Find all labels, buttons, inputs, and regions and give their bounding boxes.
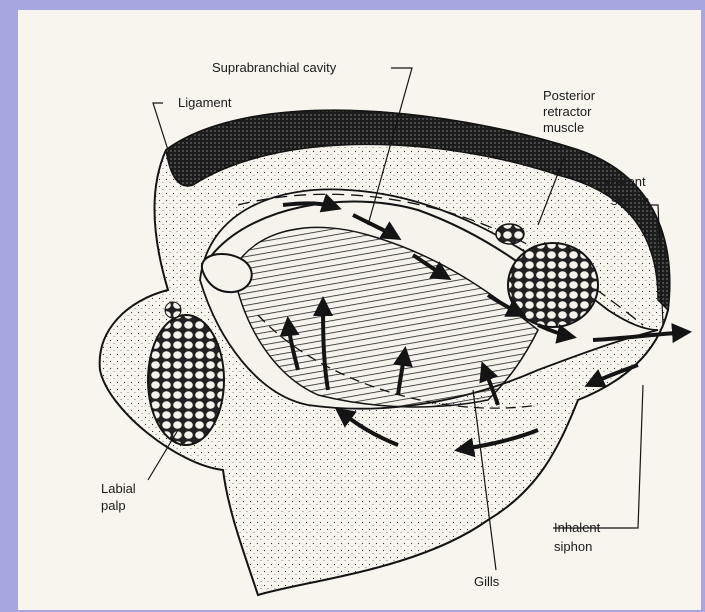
label-labial: Labial: [101, 481, 136, 496]
label-exhalent-siphon-word: siphon: [611, 193, 649, 208]
label-muscle: muscle: [543, 120, 584, 135]
label-retractor: retractor: [543, 104, 592, 119]
label-ligament: Ligament: [178, 95, 232, 110]
label-inhalent-siphon: Inhalent siphon: [554, 520, 601, 554]
label-labial-palp: Labial palp: [101, 481, 136, 513]
small-muscle: [496, 224, 524, 244]
label-palp: palp: [101, 498, 126, 513]
label-posterior: Posterior: [543, 88, 596, 103]
diagram-paper: Suprabranchial cavity Ligament Posterior…: [18, 10, 701, 610]
label-inhalent: Inhalent: [554, 520, 601, 535]
small-ganglion: [165, 302, 181, 318]
label-gills: Gills: [474, 574, 500, 589]
labial-palp: [148, 315, 224, 445]
label-exhalent: Exhalent: [595, 174, 646, 189]
label-suprabranchial-cavity: Suprabranchial cavity: [212, 60, 337, 75]
label-posterior-retractor: Posterior retractor muscle: [543, 88, 596, 135]
clam-anatomy-diagram: Suprabranchial cavity Ligament Posterior…: [18, 10, 701, 610]
label-inhalent-siphon-word: siphon: [554, 539, 592, 554]
